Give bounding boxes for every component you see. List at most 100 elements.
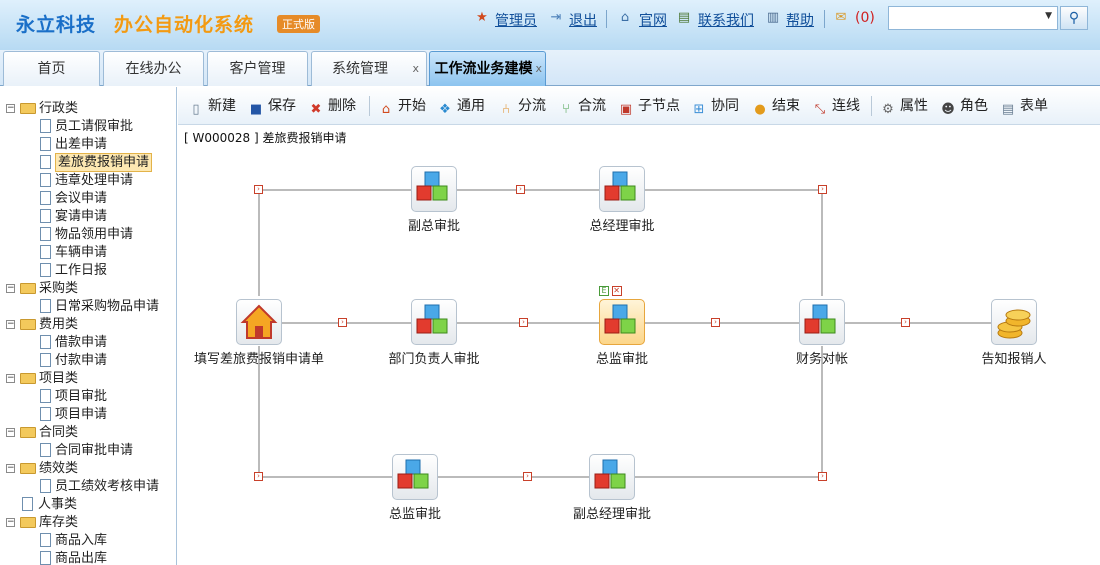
- director-approval-bottom-node[interactable]: [392, 454, 438, 500]
- start-node-button[interactable]: ⌂开始: [378, 97, 426, 117]
- split-node-button[interactable]: ⑃分流: [498, 97, 546, 117]
- split-label: 分流: [518, 98, 546, 114]
- cubes-icon: [397, 459, 429, 489]
- save-button[interactable]: ■保存: [248, 97, 296, 117]
- tree-item-label: 商品入库: [55, 533, 108, 548]
- dept-head-approval-node[interactable]: [411, 299, 457, 345]
- subnode-label: 子节点: [638, 98, 680, 114]
- admin-link[interactable]: 管理员: [495, 13, 537, 29]
- tree-group-label: 绩效类: [39, 461, 79, 476]
- chevron-down-icon[interactable]: ▼: [1045, 11, 1052, 21]
- message-count[interactable]: (0): [855, 10, 875, 26]
- tab-home[interactable]: 首页: [3, 51, 100, 86]
- house-icon: [240, 304, 278, 339]
- start-node[interactable]: [236, 299, 282, 345]
- end-label: 结束: [772, 98, 800, 114]
- contact-link[interactable]: 联系我们: [698, 13, 754, 29]
- tree-group-label: 合同类: [39, 425, 79, 440]
- workflow-canvas[interactable]: [178, 125, 1100, 565]
- cubes-icon: ❖: [439, 102, 451, 117]
- search-input[interactable]: ▼: [888, 6, 1058, 30]
- node-label: 部门负责人审批: [388, 352, 480, 367]
- collapse-toggle-icon[interactable]: −: [6, 103, 15, 113]
- website-link[interactable]: 官网: [639, 13, 667, 29]
- close-icon[interactable]: ✕: [611, 286, 622, 296]
- folder-icon: [20, 373, 36, 384]
- arrow-marker[interactable]: ›: [516, 185, 525, 194]
- new-button[interactable]: ▯新建: [188, 97, 236, 117]
- contact-card-icon: ▤: [677, 10, 691, 25]
- arrow-marker[interactable]: ›: [818, 472, 827, 481]
- arrow-marker[interactable]: ›: [519, 318, 528, 327]
- finance-reconcile-node[interactable]: [799, 299, 845, 345]
- collapse-toggle-icon[interactable]: −: [6, 319, 15, 329]
- collapse-toggle-icon[interactable]: −: [6, 373, 15, 383]
- collapse-toggle-icon[interactable]: −: [6, 427, 15, 437]
- tree-item-label: 宴请申请: [55, 209, 108, 224]
- system-name: 办公自动化系统: [114, 14, 255, 36]
- tab-close-icon[interactable]: x: [535, 62, 542, 75]
- vp-approval-node[interactable]: [411, 166, 457, 212]
- role-label: 角色: [960, 98, 988, 114]
- search-icon: ⚲: [1068, 10, 1080, 26]
- tree-item-label: 员工请假审批: [55, 119, 134, 134]
- collapse-toggle-icon[interactable]: −: [6, 463, 15, 473]
- folder-icon: [20, 103, 36, 114]
- collapse-toggle-icon[interactable]: −: [6, 517, 15, 527]
- mail-icon[interactable]: ✉: [835, 10, 847, 25]
- director-approval-node[interactable]: [599, 299, 645, 345]
- gm-approval-node[interactable]: [599, 166, 645, 212]
- tab-label: 在线办公: [125, 61, 182, 77]
- arrow-marker[interactable]: ›: [523, 472, 532, 481]
- start-label: 开始: [398, 98, 426, 114]
- document-icon: [40, 353, 51, 367]
- workflow-id-label: [ W000028 ] 差旅费报销申请: [184, 131, 347, 145]
- tree-item-label: 项目申请: [55, 407, 108, 422]
- arrow-marker[interactable]: ›: [338, 318, 347, 327]
- cooperate-icon: ⊞: [693, 102, 705, 117]
- node-label: 填写差旅费报销申请单: [193, 352, 324, 367]
- folder-icon: [20, 283, 36, 294]
- delete-button[interactable]: ✖删除: [308, 97, 356, 117]
- tab-online-office[interactable]: 在线办公: [103, 51, 204, 86]
- document-icon: [40, 407, 51, 421]
- tab-close-icon[interactable]: x: [412, 62, 419, 75]
- tree-group-label: 行政类: [39, 101, 79, 116]
- cubes-icon: [416, 171, 448, 201]
- end-node-button[interactable]: ●结束: [752, 97, 800, 117]
- arrow-marker[interactable]: ›: [901, 318, 910, 327]
- tab-customer-management[interactable]: 客户管理: [207, 51, 308, 86]
- tab-label: 客户管理: [229, 61, 286, 77]
- tree-group-label: 库存类: [39, 515, 79, 530]
- subnode-button[interactable]: ▣子节点: [618, 97, 680, 117]
- logout-link[interactable]: 退出: [569, 13, 597, 29]
- role-button[interactable]: ☻ 角色: [940, 97, 988, 117]
- form-doc-icon: ▤: [1001, 102, 1015, 117]
- cooperate-label: 协同: [711, 98, 739, 114]
- node-label: 总经理审批: [589, 219, 655, 234]
- arrow-marker[interactable]: ›: [254, 472, 263, 481]
- merge-node-button[interactable]: ⑂合流: [558, 97, 606, 117]
- arrow-marker[interactable]: ›: [818, 185, 827, 194]
- cubes-icon: [604, 171, 636, 201]
- document-icon: [40, 533, 51, 547]
- cooperate-node-button[interactable]: ⊞ 协同: [691, 97, 739, 117]
- new-label: 新建: [208, 98, 236, 114]
- node-label: 告知报销人: [981, 352, 1047, 367]
- connect-button[interactable]: ⤡连线: [812, 97, 860, 117]
- properties-button[interactable]: ⚙属性: [880, 97, 928, 117]
- search-button[interactable]: ⚲: [1060, 6, 1088, 30]
- deputy-gm-approval-node[interactable]: [589, 454, 635, 500]
- help-link[interactable]: 帮助: [786, 13, 814, 29]
- collapse-toggle-icon[interactable]: −: [6, 283, 15, 293]
- notify-end-node[interactable]: [991, 299, 1037, 345]
- form-button[interactable]: ▤ 表单: [1000, 97, 1048, 117]
- user-icon: ☻: [941, 102, 955, 117]
- form-label: 表单: [1020, 98, 1048, 114]
- arrow-marker[interactable]: ›: [711, 318, 720, 327]
- general-node-button[interactable]: ❖通用: [437, 97, 485, 117]
- arrow-marker[interactable]: ›: [254, 185, 263, 194]
- edit-icon[interactable]: E: [599, 286, 609, 296]
